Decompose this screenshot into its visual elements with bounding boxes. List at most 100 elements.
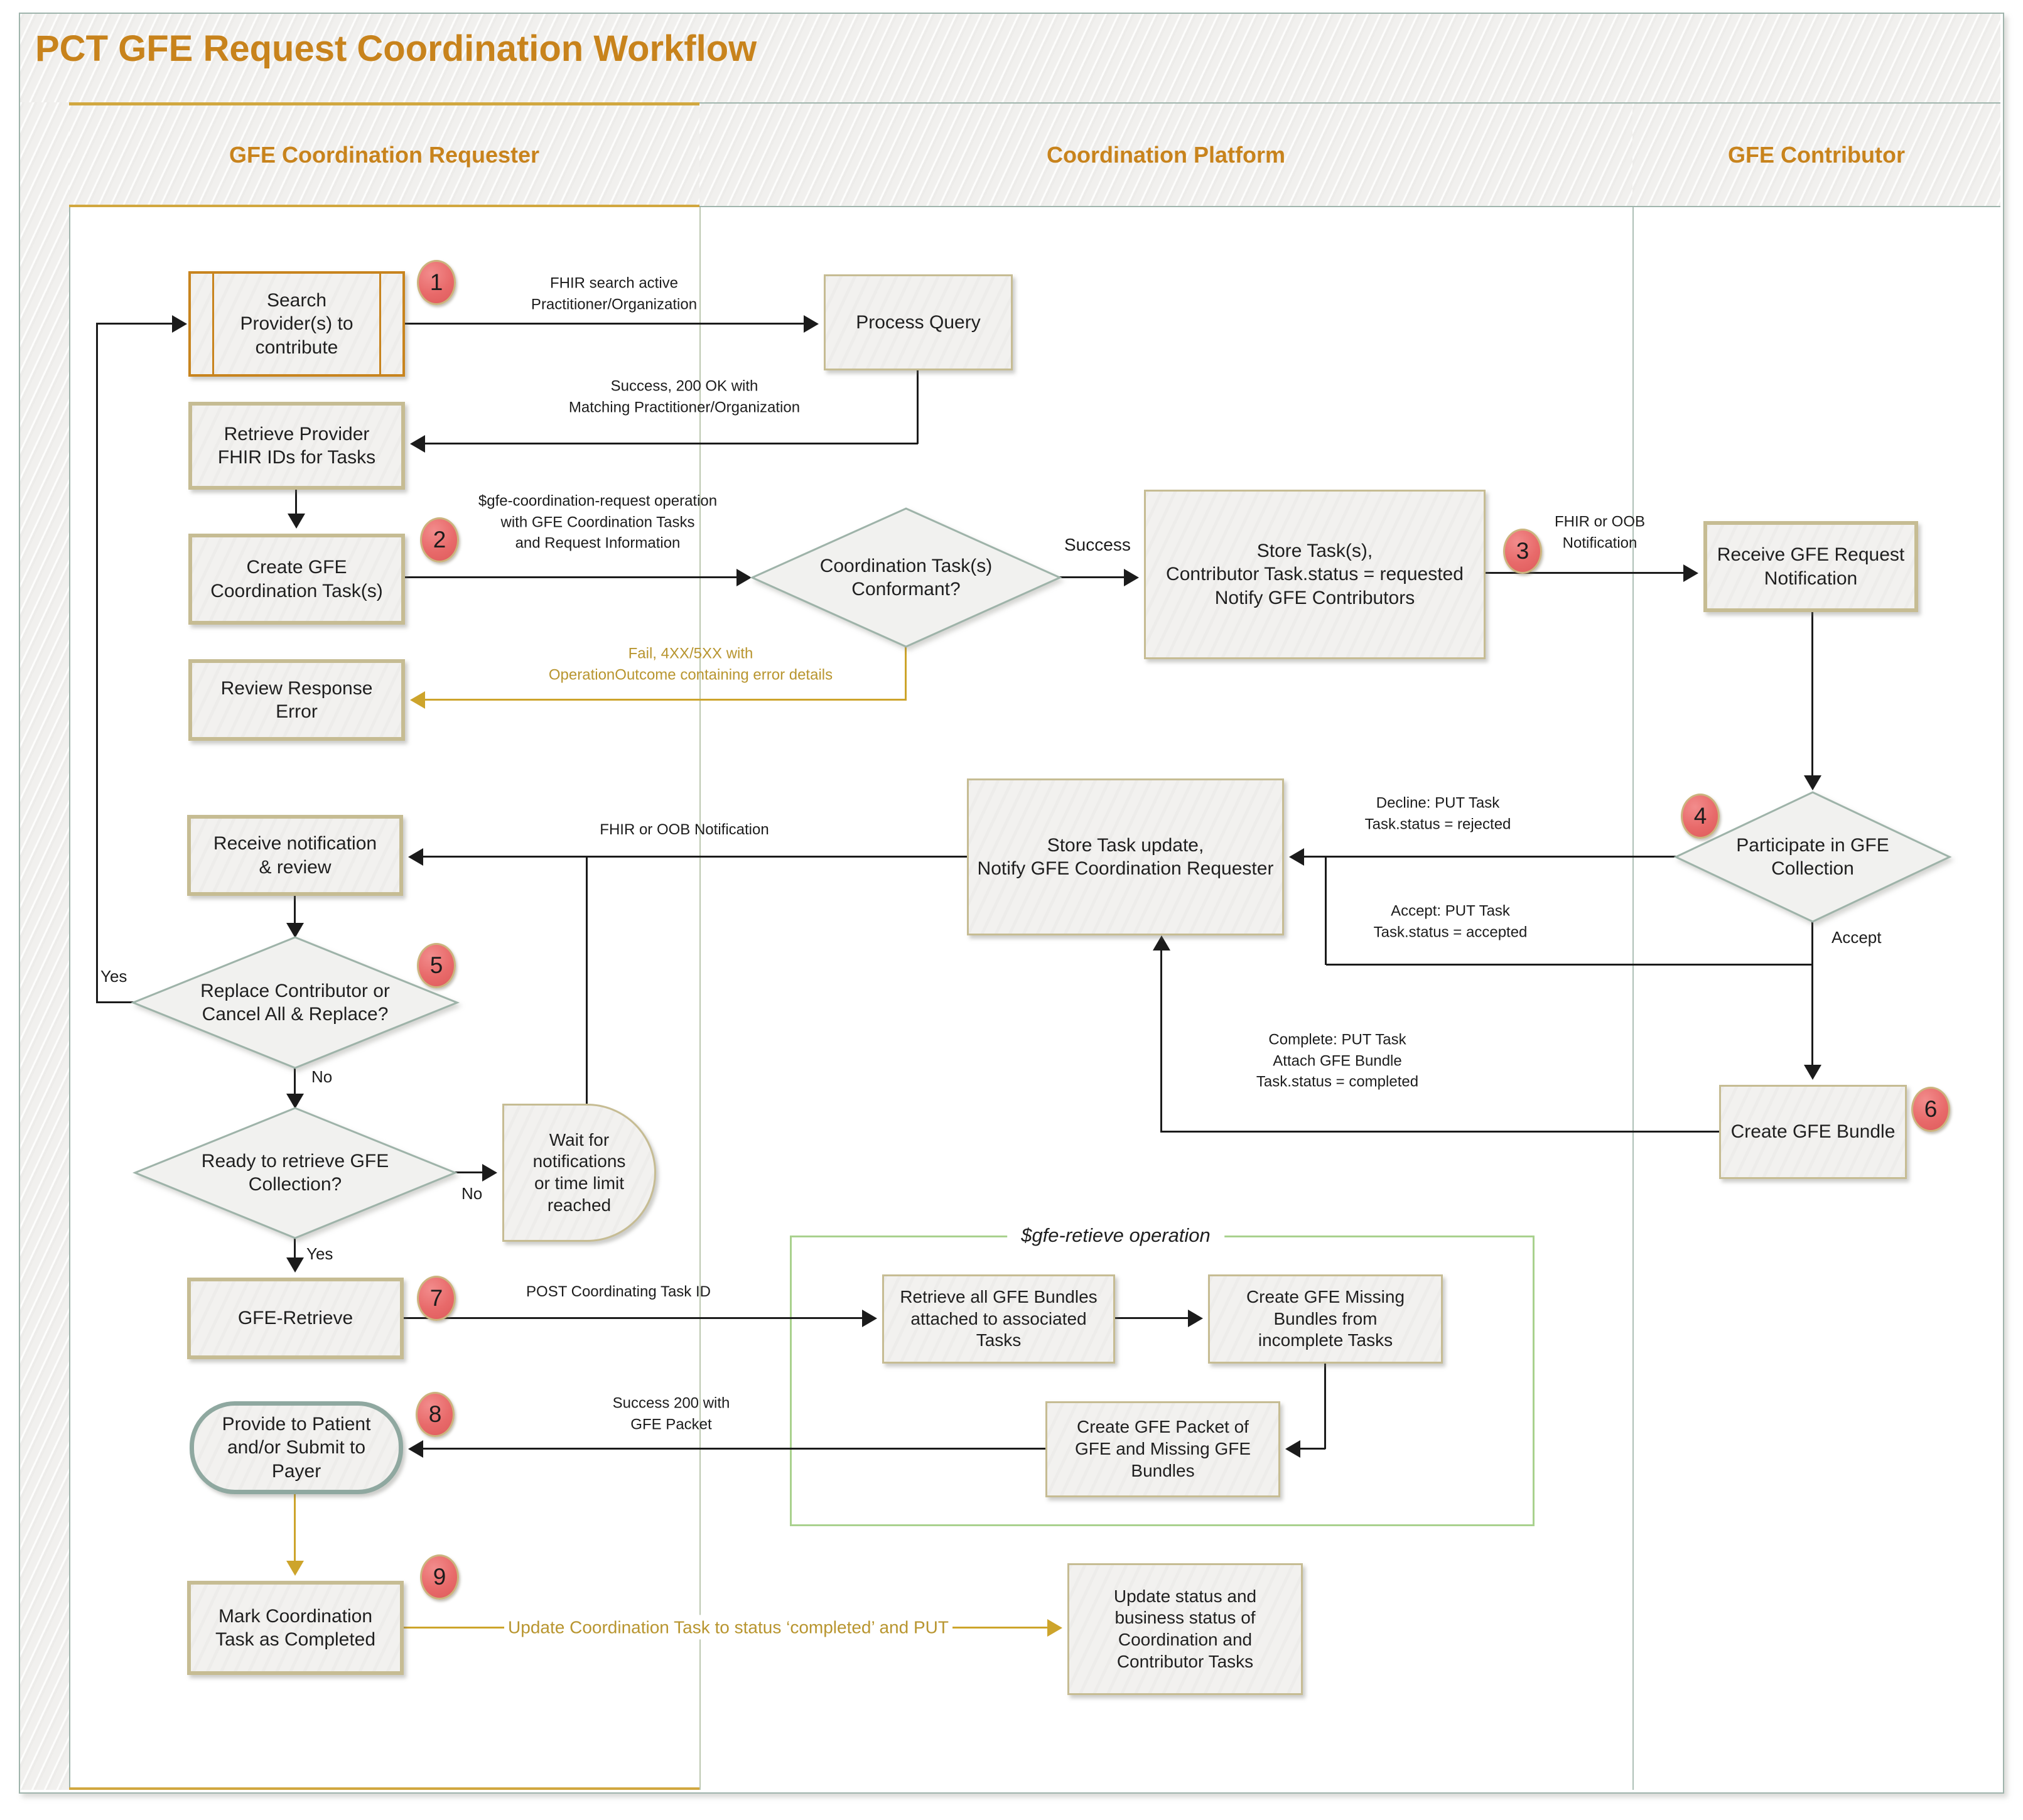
conformant-decision [750,507,1062,648]
step-badge-3: 3 [1503,529,1542,574]
label-success-200-match: Success, 200 OK with Matching Practition… [568,377,801,416]
edge-missing-left [1300,1448,1325,1450]
label-update-put: Update Coordination Task to status ‘comp… [504,1615,952,1640]
edge-search-to-process [405,323,804,325]
lane-header-requester [69,102,699,207]
edge-decline [1304,856,1678,858]
arrowhead-into-receive-notification [408,848,423,866]
node-process-query: Process Query [824,274,1013,370]
arrowhead-into-search [172,315,187,333]
node-review-error: Review Response Error [188,659,405,741]
node-create-missing: Create GFE Missing Bundles from incomple… [1208,1274,1443,1364]
node-wait-delay: Wait for notifications or time limit rea… [502,1104,656,1242]
edge-replace-no [294,1065,296,1094]
edge-missing-down [1324,1364,1326,1449]
node-create-tasks: Create GFE Coordination Task(s) [188,534,405,625]
edge-yes-loop-bottom [96,1001,136,1003]
node-gfe-retrieve: GFE-Retrieve [187,1278,404,1359]
arrowhead-into-update-status [1047,1619,1062,1637]
label-decline-put: Decline: PUT Task Task.status = rejected [1364,794,1511,832]
edge-process-return-horizontal [425,443,918,444]
label-accept-put: Accept: PUT Task Task.status = accepted [1373,902,1528,940]
label-gfe-coord-request: $gfe-coordination-request operation with… [478,492,718,552]
arrowhead-into-wait [482,1164,497,1182]
arrowhead-into-create-missing [1188,1310,1203,1327]
arrowhead-into-review-error [410,691,425,709]
arrowhead-into-create-tasks [288,514,305,529]
conformant-decision-label: Coordination Task(s) Conformant? [819,555,993,600]
replace-decision [130,936,460,1069]
label-no-ready: No [461,1184,483,1203]
node-retrieve-bundles: Retrieve all GFE Bundles attached to ass… [882,1274,1115,1364]
label-yes-replace: Yes [100,967,127,986]
edge-bundles-to-missing [1115,1317,1188,1319]
edge-post-task [404,1317,862,1319]
node-search-provider: Search Provider(s) to contribute [188,271,405,377]
label-fhir-oob: FHIR or OOB Notification [600,821,769,839]
step-badge-1: 1 [417,260,456,305]
node-create-bundle: Create GFE Bundle [1719,1085,1907,1179]
label-success: Success [1064,535,1131,554]
arrowhead-into-retrieve-provider [410,435,425,453]
arrowhead-into-process-query [804,315,819,333]
edge-accept-vertical [1811,918,1813,1065]
ready-decision-label: Ready to retrieve GFE Collection? [201,1150,389,1195]
edge-yes-loop-top [96,323,172,325]
node-receive-notification: Receive notification & review [187,815,403,896]
label-post-task: POST Coordinating Task ID [526,1283,711,1301]
arrowhead-into-ready-decision [286,1094,304,1109]
title-band [20,14,2000,102]
label-complete-put: Complete: PUT Task Attach GFE Bundle Tas… [1256,1031,1419,1090]
arrowhead-into-create-bundle [1804,1065,1821,1080]
label-yes-ready: Yes [306,1244,333,1263]
arrowhead-into-store-update [1289,848,1304,866]
lane-header-platform [699,102,1632,207]
edge-branch-to-wait [586,857,588,1104]
edge-success-packet [423,1448,1045,1450]
label-success-200-packet: Success 200 with GFE Packet [612,1394,730,1433]
arrowhead-into-retrieve-bundles [862,1310,877,1327]
node-provide-patient: Provide to Patient and/or Submit to Paye… [190,1401,403,1494]
subprocess-bar-right-icon [379,274,381,374]
label-fhir-search: FHIR search active Practitioner/Organiza… [531,274,698,313]
edge-fail-vertical [905,643,907,700]
node-receive-request: Receive GFE Request Notification [1703,521,1918,612]
ready-decision [132,1107,458,1239]
step-badge-8: 8 [416,1392,455,1437]
arrowhead-into-store-update-bottom [1153,935,1170,950]
edge-ready-no [452,1171,482,1173]
edge-provide-to-mark [294,1494,296,1561]
arrowhead-into-participate [1804,775,1821,790]
step-badge-4: 4 [1681,794,1720,839]
participate-decision [1673,791,1952,923]
edge-process-return-vertical [917,370,919,444]
arrowhead-into-store-tasks [1124,569,1139,586]
node-search-provider-label: Search Provider(s) to contribute [240,290,353,358]
edge-complete-vertical [1160,950,1162,1133]
node-store-tasks: Store Task(s), Contributor Task.status =… [1144,490,1486,659]
node-retrieve-provider: Retrieve Provider FHIR IDs for Tasks [188,402,405,490]
edge-yes-loop-vertical [96,324,98,1003]
node-update-status: Update status and business status of Coo… [1067,1563,1303,1695]
arrowhead-into-replace-decision [286,923,304,938]
node-store-update: Store Task update, Notify GFE Coordinati… [967,778,1284,935]
replace-decision-label: Replace Contributor or Cancel All & Repl… [200,980,390,1025]
edge-store-to-receive-request [1486,572,1683,574]
edge-receive-notif-down [294,896,296,923]
lane-line-requester-platform [699,207,701,1790]
participate-decision-label: Participate in GFE Collection [1736,834,1889,879]
arrowhead-into-conformant [736,569,752,586]
label-no-replace: No [311,1067,333,1086]
label-accept: Accept [1831,928,1882,947]
arrowhead-into-provide-patient [408,1440,423,1458]
edge-create-to-conformant [405,576,736,578]
arrowhead-into-mark-completed [286,1561,304,1576]
edge-ready-yes [294,1235,296,1257]
step-badge-6: 6 [1911,1087,1950,1132]
edge-conformant-to-store [1057,576,1124,578]
lane-title-platform: Coordination Platform [1047,142,1285,168]
step-badge-2: 2 [420,517,459,563]
edge-accept-up-connector [1325,857,1327,965]
outer-frame [19,13,2004,1794]
page-title: PCT GFE Request Coordination Workflow [35,28,757,69]
